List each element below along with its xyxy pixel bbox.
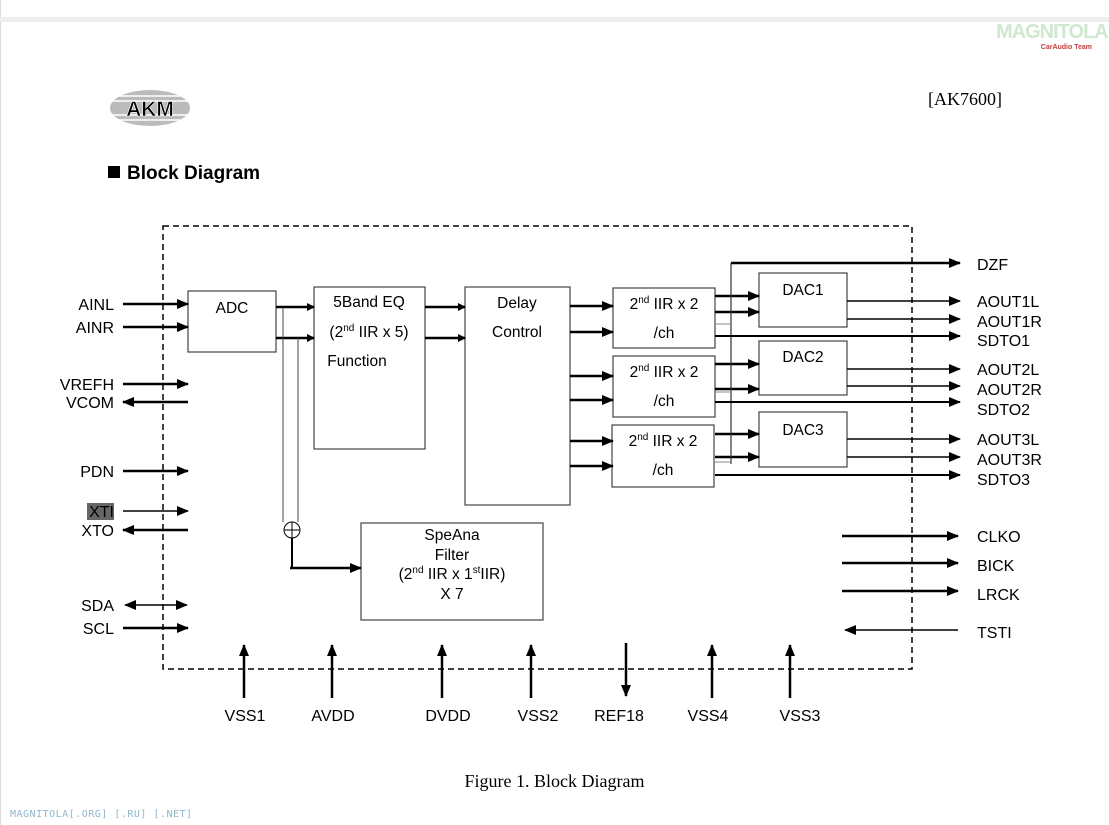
speana-label-3: (2nd IIR x 1stIIR) <box>399 565 506 583</box>
watermark-logo-subtext: CarAudio Team <box>1040 44 1092 51</box>
dac3-label: DAC3 <box>782 422 823 439</box>
pin-label-dvdd: DVDD <box>425 708 470 725</box>
page-edge <box>0 0 1 825</box>
pin-label-vrefh: VREFH <box>60 377 114 394</box>
iir-block-1 <box>612 287 716 349</box>
eq-label-1: 5Band EQ <box>333 294 405 311</box>
pin-label-pdn: PDN <box>80 464 114 481</box>
pin-label-vss4: VSS4 <box>688 708 729 725</box>
delay-control-block <box>464 286 571 506</box>
magnitola-watermark-logo: MAGNITOLA CarAudio Team <box>996 21 1109 52</box>
bullet-square-icon <box>108 166 120 178</box>
pin-label-aout2l: AOUT2L <box>977 362 1039 379</box>
pin-label-ainr: AINR <box>76 320 114 337</box>
pin-label-vss2: VSS2 <box>518 708 559 725</box>
watermark-logo-text: MAGNITOLA <box>996 21 1109 43</box>
pin-label-lrck: LRCK <box>977 587 1020 604</box>
pin-label-dzf: DZF <box>977 257 1008 274</box>
delay-label-1: Delay <box>497 295 537 312</box>
iir-label-2: 2nd IIR x 2 <box>630 363 699 381</box>
iir-label-3: 2nd IIR x 2 <box>629 432 698 450</box>
iir-block-2 <box>612 355 716 418</box>
akm-logo: AKM <box>108 90 192 126</box>
pin-label-aout1l: AOUT1L <box>977 294 1039 311</box>
iir-block-3 <box>611 424 715 488</box>
speana-label-1: SpeAna <box>424 527 480 544</box>
pin-label-bick: BICK <box>977 558 1015 575</box>
adc-label: ADC <box>216 300 249 317</box>
pin-label-sdto2: SDTO2 <box>977 402 1030 419</box>
page-separator <box>0 17 1109 22</box>
pin-label-clko: CLKO <box>977 529 1021 546</box>
dac1-label: DAC1 <box>782 282 823 299</box>
section-title-text: Block Diagram <box>127 163 261 184</box>
delay-label-2: Control <box>492 324 542 341</box>
dac1-block <box>758 272 848 328</box>
pin-label-ainl: AINL <box>78 297 114 314</box>
speana-label-4: X 7 <box>440 586 463 603</box>
xti-highlight <box>87 503 114 520</box>
akm-logo-text: AKM <box>126 98 174 121</box>
pin-label-aout3r: AOUT3R <box>977 452 1042 469</box>
pin-label-scl: SCL <box>83 621 114 638</box>
pin-label-sda: SDA <box>81 598 114 615</box>
speana-filter-block <box>360 522 544 621</box>
pin-label-aout2r: AOUT2R <box>977 382 1042 399</box>
pin-label-vss1: VSS1 <box>225 708 266 725</box>
chip-boundary <box>162 225 913 670</box>
iir-per-channel-label-3: /ch <box>653 462 674 479</box>
pin-label-xto: XTO <box>81 523 114 540</box>
iir-per-channel-label-1: /ch <box>654 325 675 342</box>
pin-label-avdd: AVDD <box>311 708 354 725</box>
dac2-block <box>758 340 848 396</box>
iir-per-channel-label-2: /ch <box>654 393 675 410</box>
section-title: Block Diagram <box>108 163 260 185</box>
pin-label-vss3: VSS3 <box>780 708 821 725</box>
part-number: [AK7600] <box>928 89 1002 109</box>
speana-label-2: Filter <box>435 547 469 564</box>
pin-label-sdto1: SDTO1 <box>977 333 1030 350</box>
pin-label-aout3l: AOUT3L <box>977 432 1039 449</box>
pin-label-aout1r: AOUT1R <box>977 314 1042 331</box>
pin-label-sdto3: SDTO3 <box>977 472 1030 489</box>
iir-label-1: 2nd IIR x 2 <box>630 295 699 313</box>
eq-block <box>313 286 426 450</box>
pin-label-vcom: VCOM <box>66 395 114 412</box>
pin-label-tsti: TSTI <box>977 625 1012 642</box>
adc-block <box>187 290 277 353</box>
pin-label-xti: XTI <box>89 504 114 521</box>
dac2-label: DAC2 <box>782 349 823 366</box>
dac3-block <box>758 411 848 468</box>
pin-label-ref18: REF18 <box>594 708 644 725</box>
footer-watermark: MAGNITOLA[.ORG] [.RU] [.NET] <box>10 809 193 820</box>
eq-label-2: (2nd IIR x 5) <box>329 323 408 341</box>
figure-caption: Figure 1. Block Diagram <box>464 771 645 791</box>
eq-label-3: Function <box>327 353 386 370</box>
